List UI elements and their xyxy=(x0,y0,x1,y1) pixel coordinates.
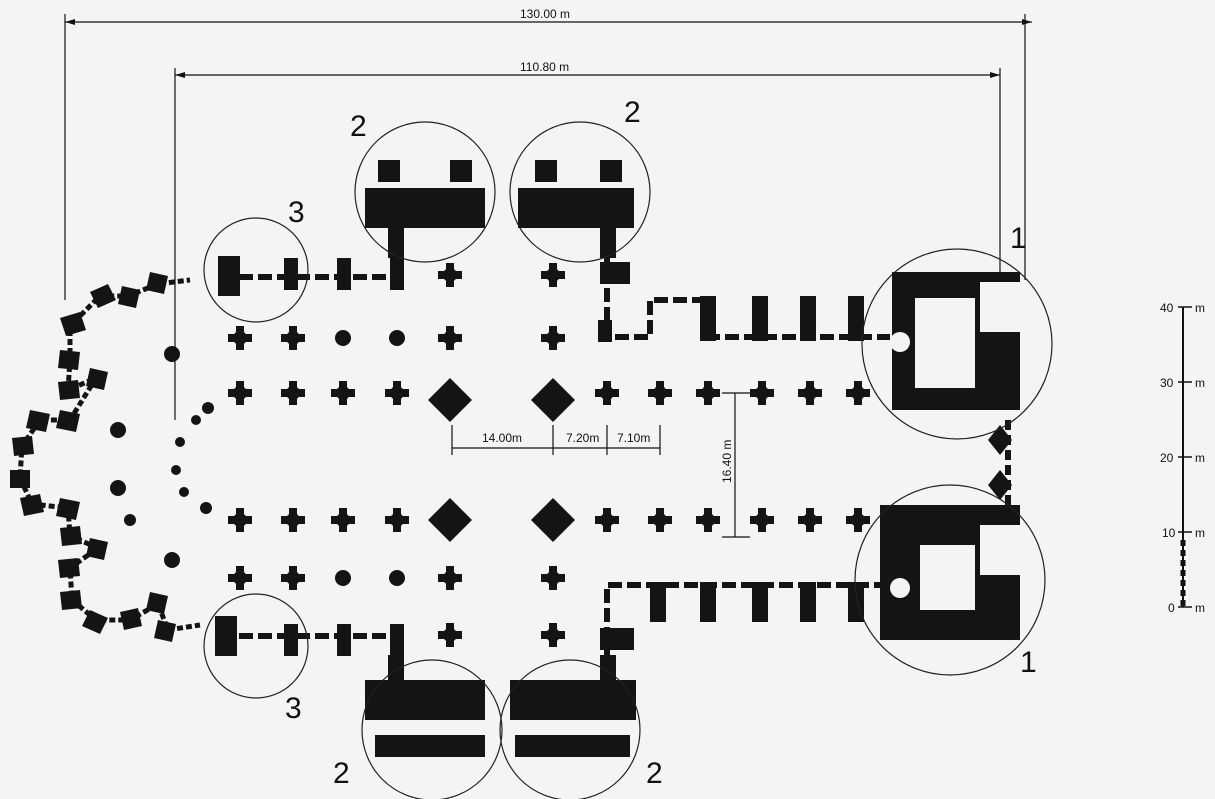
transept-south xyxy=(365,655,636,757)
scale-tick-label: 10 xyxy=(1162,526,1176,540)
scale-unit-label: m xyxy=(1195,451,1205,465)
callout-label: 3 xyxy=(285,692,302,725)
callout-label: 2 xyxy=(646,757,663,790)
span-a-label: 14.00m xyxy=(482,431,522,445)
dimension-lines xyxy=(64,14,1032,538)
choir-stairs xyxy=(215,256,240,656)
apse-links xyxy=(17,277,201,633)
callout-label: 2 xyxy=(624,96,641,129)
scale-tick-label: 0 xyxy=(1168,601,1175,615)
span-c-label: 7.10m xyxy=(617,431,650,445)
ambulatory-columns xyxy=(110,330,405,586)
callout-label: 1 xyxy=(1020,646,1037,679)
scale-bar xyxy=(1178,306,1192,608)
callout-label: 2 xyxy=(333,757,350,790)
span-b-label: 7.20m xyxy=(566,431,599,445)
transept-north xyxy=(365,160,634,258)
callout-label: 3 xyxy=(288,196,305,229)
scale-tick-label: 30 xyxy=(1160,376,1174,390)
callout-circles xyxy=(203,121,1053,799)
west-towers xyxy=(880,272,1020,640)
choir-walls xyxy=(220,245,404,669)
nave-width-label: 16.40 m xyxy=(720,440,734,483)
scale-unit-label: m xyxy=(1195,526,1205,540)
nave-piers xyxy=(228,263,870,647)
callout-label: 1 xyxy=(1010,222,1027,255)
scale-unit-label: m xyxy=(1195,376,1205,390)
nave-walls xyxy=(598,250,1012,660)
scale-tick-label: 40 xyxy=(1160,301,1174,315)
overall-length-label: 130.00 m xyxy=(520,7,570,21)
nave-length-label: 110.80 m xyxy=(520,60,569,74)
apse-chapels xyxy=(10,272,176,642)
scale-tick-label: 20 xyxy=(1160,451,1174,465)
scale-unit-label: m xyxy=(1195,301,1205,315)
scale-unit-label: m xyxy=(1195,601,1205,615)
callout-label: 2 xyxy=(350,110,367,143)
